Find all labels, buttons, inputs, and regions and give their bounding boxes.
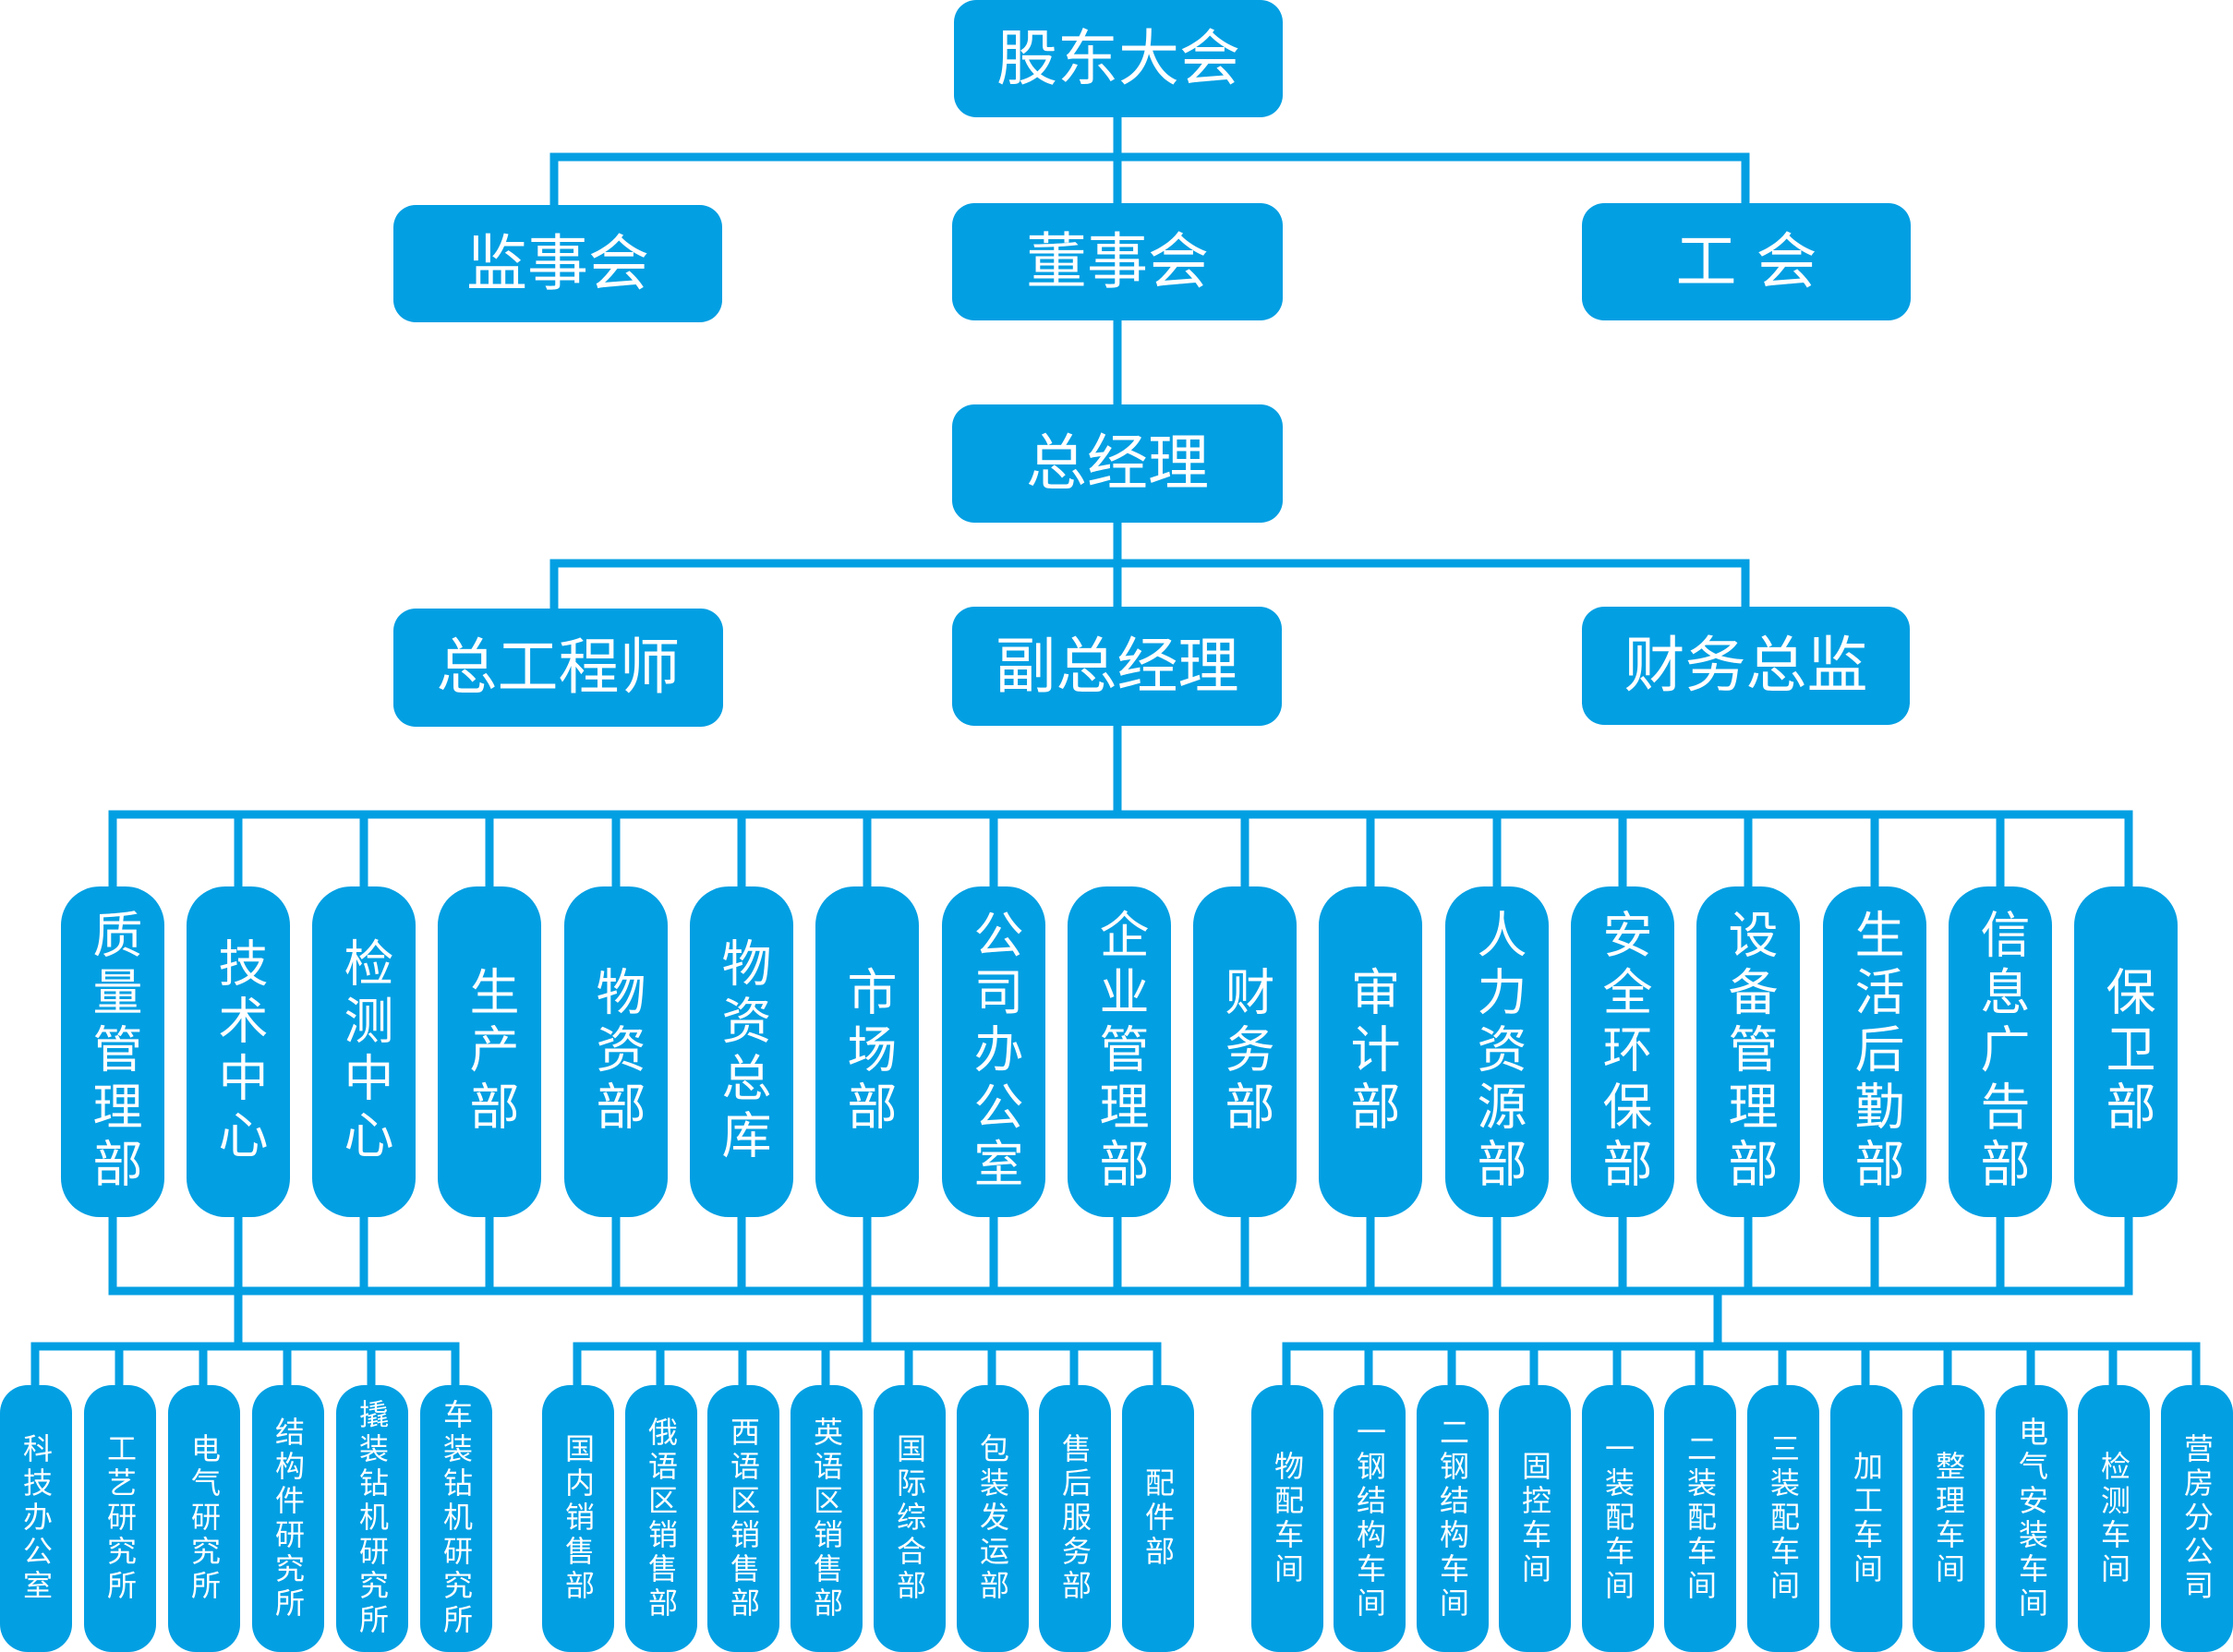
dept-materials-warehouse: 物资总库 <box>690 886 793 1217</box>
dept-logistics: 生活后勤部 <box>1823 886 1926 1217</box>
dept-audit: 审计部 <box>1319 886 1422 1217</box>
box-general-manager: 总经理 <box>952 404 1283 523</box>
tech-subunit: 工艺研究所 <box>84 1385 156 1652</box>
production-subunit: 加工车间 <box>1830 1385 1902 1652</box>
production-subunit: 电气安装车间 <box>1996 1385 2068 1652</box>
tech-subunit: 车装钻机研究所 <box>420 1385 492 1652</box>
production-subunit: 二钢结构车间 <box>1417 1385 1489 1652</box>
box-board-of-directors: 董事会 <box>952 203 1283 320</box>
market-subunit: 国际综合部 <box>874 1385 946 1652</box>
market-subunit: 包装发运部 <box>957 1385 1029 1652</box>
market-subunit: 售后服务部 <box>1039 1385 1111 1652</box>
production-subunit: 物配车间 <box>1251 1385 1323 1652</box>
production-subunit: 营房分公司 <box>2161 1385 2233 1652</box>
market-subunit: 国内销售部 <box>542 1385 614 1652</box>
dept-quality-management: 质量管理部 <box>61 886 164 1217</box>
tech-subunit: 撬装钻机研究所 <box>336 1385 408 1652</box>
tech-subunit: 电气研究所 <box>168 1385 240 1652</box>
box-deputy-general-manager: 副总经理 <box>952 607 1282 726</box>
market-subunit: 英语区销售部 <box>791 1385 863 1652</box>
tech-subunit: 结构件研究所 <box>252 1385 324 1652</box>
box-finance-director: 财务总监 <box>1582 607 1910 725</box>
dept-safety-environment: 安全环保部 <box>1571 886 1674 1217</box>
tech-subunit: 科技办公室 <box>0 1385 72 1652</box>
production-subunit: 二装配车间 <box>1664 1385 1736 1652</box>
production-subunit: 一装配车间 <box>1582 1385 1654 1652</box>
dept-finance: 财务部 <box>1193 886 1297 1217</box>
dept-materials: 物资部 <box>564 886 668 1217</box>
market-subunit: 西语区销售部 <box>707 1385 779 1652</box>
box-chief-engineer: 总工程师 <box>393 609 723 727</box>
production-subunit: 固控车间 <box>1499 1385 1571 1652</box>
dept-enterprise-management: 企业管理部 <box>1068 886 1171 1217</box>
box-labor-union: 工 会 <box>1582 203 1911 320</box>
dept-technology-center: 技术中心 <box>187 886 290 1217</box>
production-subunit: 整理车间 <box>1913 1385 1985 1652</box>
dept-information-advertising: 信息广告部 <box>1949 886 2052 1217</box>
dept-marketing: 市场部 <box>815 886 919 1217</box>
production-subunit: 一钢结构车间 <box>1334 1385 1406 1652</box>
dept-production: 生产部 <box>438 886 541 1217</box>
dept-testing-center: 检测中心 <box>312 886 416 1217</box>
market-subunit: 俄语区销售部 <box>625 1385 697 1652</box>
box-shareholders-meeting: 股东大会 <box>954 0 1283 117</box>
market-subunit: 配件部 <box>1122 1385 1194 1652</box>
dept-company-office: 公司办公室 <box>942 886 1045 1217</box>
box-supervisory-board: 监事会 <box>393 205 722 322</box>
production-subunit: 检测车间 <box>2078 1385 2150 1652</box>
production-subunit: 三装配车间 <box>1747 1385 1819 1652</box>
dept-human-resources: 人力资源部 <box>1445 886 1549 1217</box>
dept-equipment-management: 设备管理部 <box>1696 886 1800 1217</box>
dept-security: 保卫部 <box>2074 886 2178 1217</box>
